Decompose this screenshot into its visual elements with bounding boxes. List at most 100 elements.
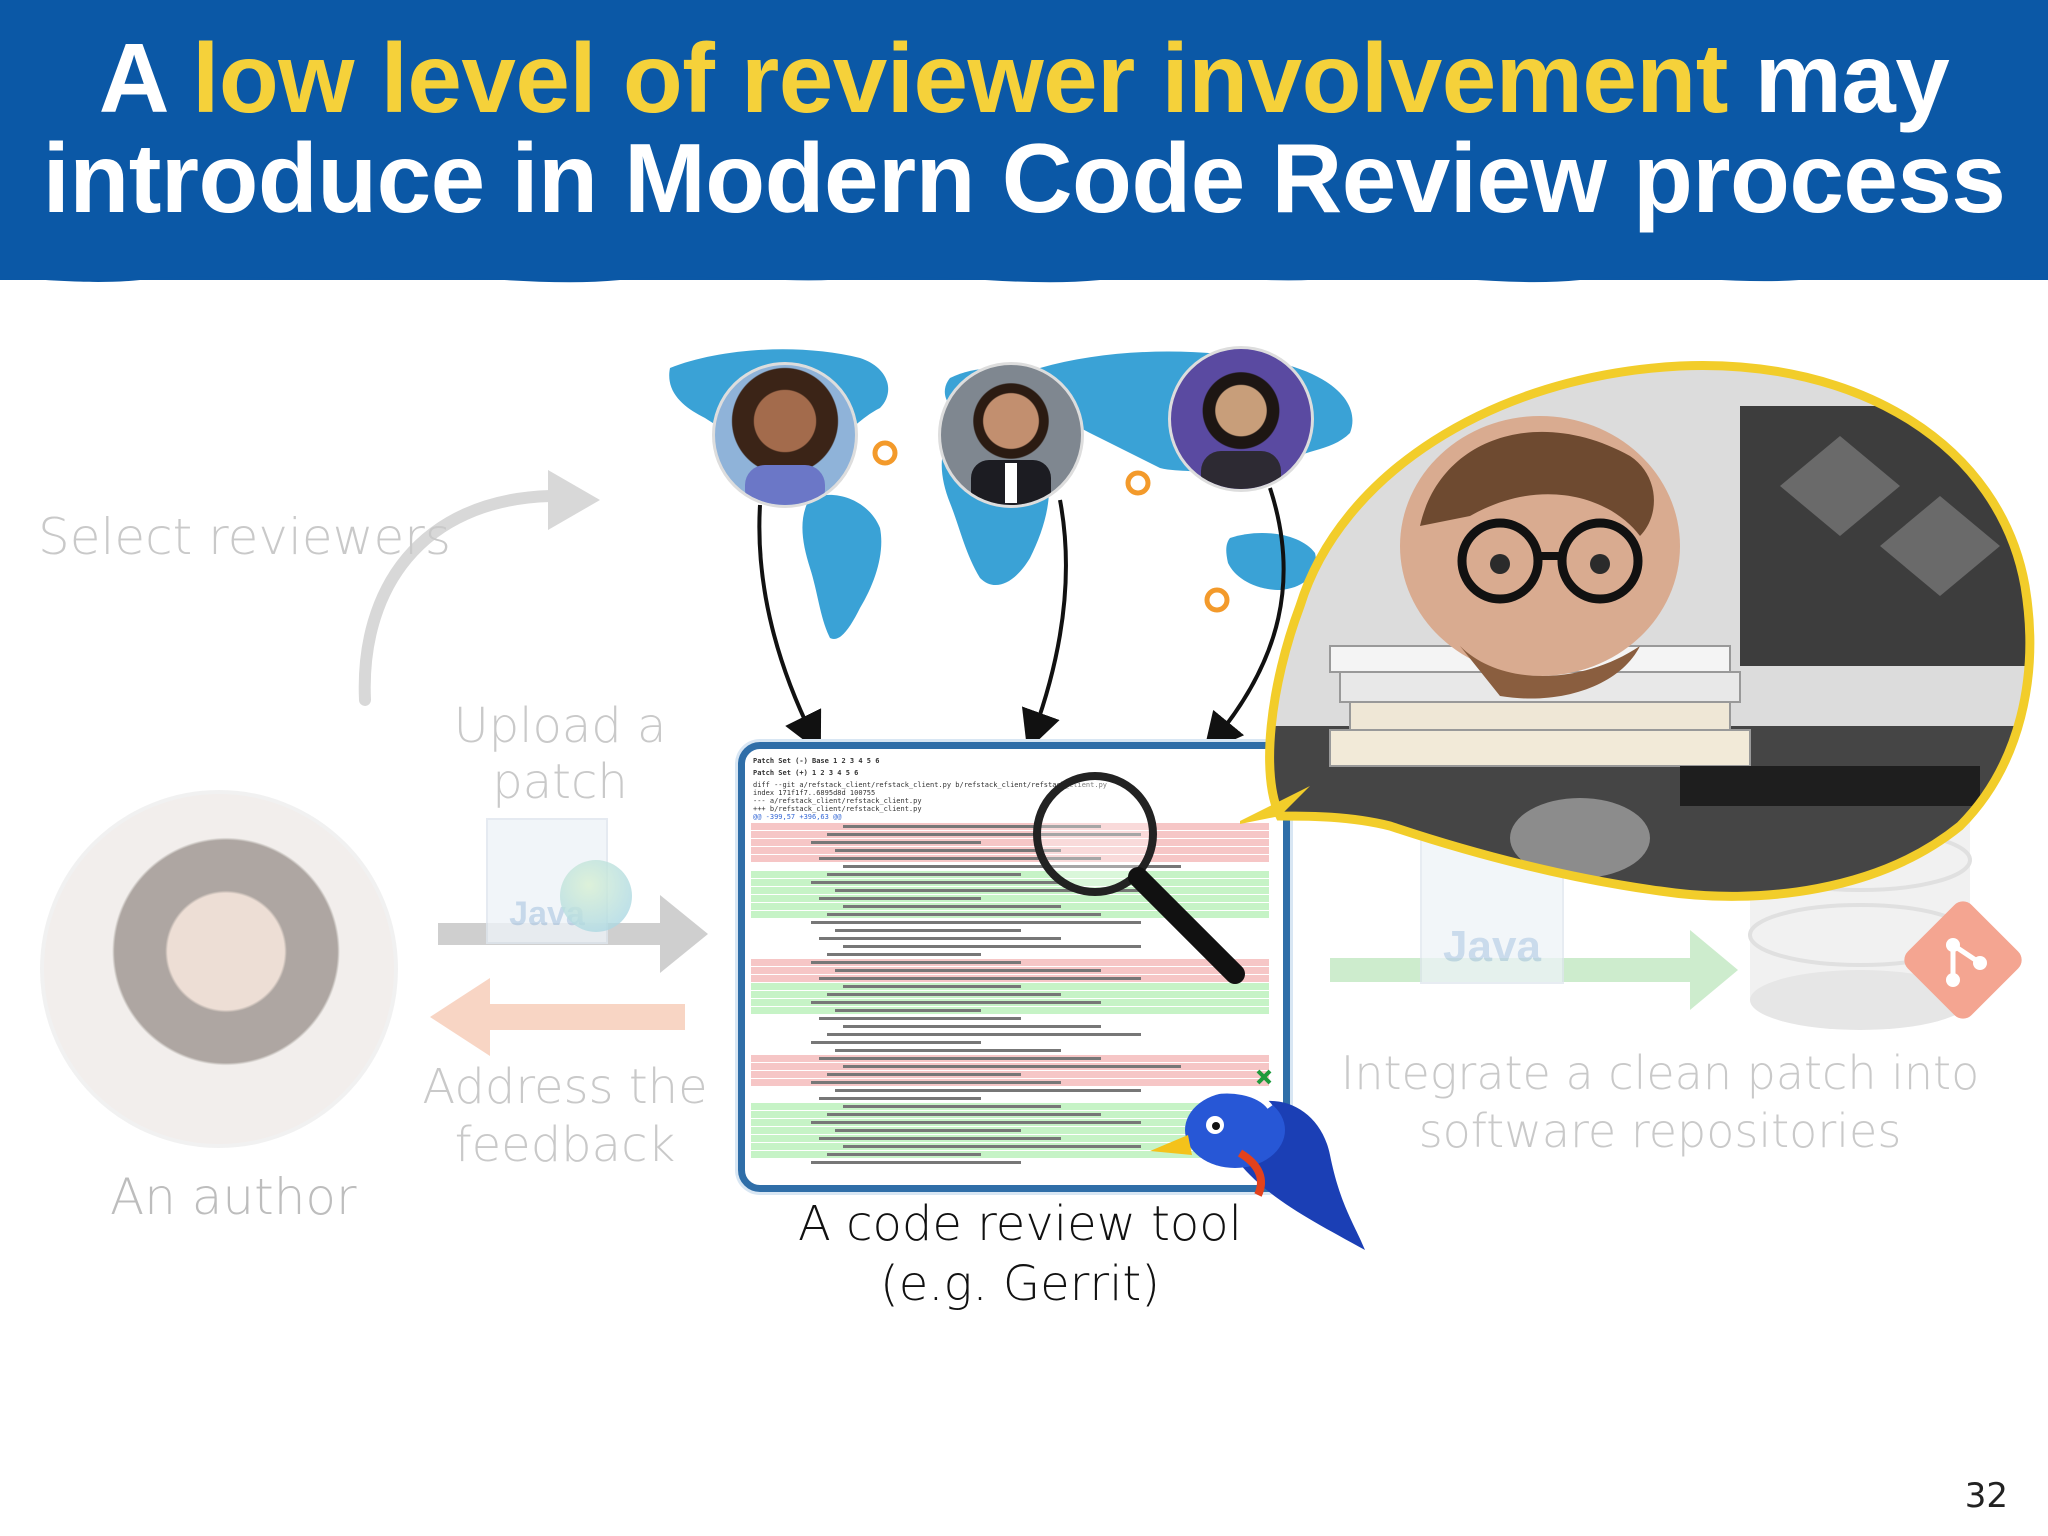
code-text-bar <box>827 953 981 956</box>
integrate-label: Integrate a clean patch into software re… <box>1340 1044 1980 1160</box>
person-icon <box>971 460 1051 505</box>
code-text-bar <box>843 1105 1061 1108</box>
diff-removed-row <box>751 831 1269 838</box>
code-text-bar <box>835 929 1021 932</box>
slide-title: A low level of reviewer involvement may … <box>0 28 2048 228</box>
java-text: Java <box>1443 922 1541 971</box>
diff-added-row <box>751 871 1269 878</box>
code-text-bar <box>811 1081 1061 1084</box>
code-text-bar <box>819 897 981 900</box>
label-line: Integrate a clean patch into <box>1340 1046 1980 1100</box>
diff-context-row <box>751 1087 1269 1094</box>
code-text-bar <box>819 1017 1021 1020</box>
code-text-bar <box>843 865 1181 868</box>
diff-added-row <box>751 903 1269 910</box>
author-label: An author <box>110 1168 357 1226</box>
diff-added-row <box>751 1151 1269 1158</box>
diff-added-row <box>751 991 1269 998</box>
code-text-bar <box>819 1057 1101 1060</box>
code-text-bar <box>819 1137 1061 1140</box>
diff-removed-row <box>751 1063 1269 1070</box>
gerrit-mascot-icon <box>1150 1069 1365 1250</box>
arrowhead <box>1690 930 1738 1010</box>
code-text-bar <box>827 1113 1101 1116</box>
diff-context-row <box>751 943 1269 950</box>
diff-context-row <box>751 1047 1269 1054</box>
code-text-bar <box>819 977 1141 980</box>
code-text-bar <box>835 889 1141 892</box>
diff-removed-row <box>751 1071 1269 1078</box>
code-text-bar <box>835 1129 1021 1132</box>
title-text: may <box>1727 23 1950 133</box>
code-text-bar <box>843 905 1061 908</box>
code-text-bar <box>843 1065 1181 1068</box>
code-text-bar <box>811 881 1061 884</box>
reviewer-avatar <box>938 362 1084 508</box>
code-text-bar <box>843 825 1101 828</box>
diff-added-row <box>751 895 1269 902</box>
diff-header: diff --git a/refstack_client/refstack_cl… <box>753 781 1108 789</box>
diff-added-row <box>751 1143 1269 1150</box>
diff-context-row <box>751 919 1269 926</box>
reviewer-avatar <box>1168 346 1314 492</box>
reviewer-avatar <box>712 362 858 508</box>
code-review-tool-label: A code review tool (e.g. Gerrit) <box>760 1194 1280 1314</box>
location-marker <box>1204 587 1230 613</box>
address-feedback-label: Address the feedback <box>420 1058 710 1174</box>
diff-removed-row <box>751 959 1269 966</box>
upload-patch-label: Upload a patch <box>440 698 680 810</box>
author-avatar <box>40 790 398 1148</box>
diff-removed-row <box>751 975 1269 982</box>
code-review-tool: Patch Set (-) Base 1 2 3 4 5 6 Patch Set… <box>738 742 1290 1192</box>
git-logo-icon <box>1904 901 2022 1019</box>
code-text-bar <box>819 1097 981 1100</box>
diff-added-row <box>751 911 1269 918</box>
diff-added-row <box>751 1103 1269 1110</box>
title-highlight: low level of reviewer involvement <box>192 23 1728 133</box>
code-text-bar <box>835 849 1061 852</box>
label-line: A code review tool <box>798 1196 1242 1252</box>
diff-removed-row <box>751 1055 1269 1062</box>
arrowhead <box>548 470 600 530</box>
code-text-bar <box>819 857 1101 860</box>
title-line-2: introduce in Modern Code Review process <box>42 123 2006 233</box>
diff-context-row <box>751 927 1269 934</box>
code-text-bar <box>835 1089 1141 1092</box>
code-text-bar <box>811 1161 1021 1164</box>
code-text-bar <box>827 993 1061 996</box>
diff-added-row <box>751 1111 1269 1118</box>
diff-context-row <box>751 863 1269 870</box>
code-text-bar <box>827 913 1101 916</box>
code-text-bar <box>843 1145 1141 1148</box>
person-icon <box>1201 451 1281 489</box>
diff-added-row <box>751 1127 1269 1134</box>
label-line: patch <box>492 754 628 810</box>
code-text-bar <box>811 841 981 844</box>
diff-added-row <box>751 1007 1269 1014</box>
location-marker <box>872 440 898 466</box>
patchset-row: Patch Set (+) 1 2 3 4 5 6 <box>753 769 859 777</box>
diff-context-row <box>751 951 1269 958</box>
south-america-shape <box>802 494 882 639</box>
diff-context-row <box>751 1095 1269 1102</box>
label-line: software repositories <box>1418 1104 1902 1158</box>
code-text-bar <box>843 1025 1101 1028</box>
label-line: (e.g. Gerrit) <box>880 1256 1160 1312</box>
diff-removed-row <box>751 1079 1269 1086</box>
code-text-bar <box>827 1153 981 1156</box>
page-number: 32 <box>1964 1476 2008 1516</box>
diff-removed-row <box>751 839 1269 846</box>
speech-bubble <box>1240 360 2035 901</box>
diff-context-row <box>751 1031 1269 1038</box>
code-text-bar <box>835 969 1101 972</box>
diff-added-row <box>751 1119 1269 1126</box>
code-text-bar <box>827 833 1141 836</box>
title-band <box>0 0 2048 280</box>
code-text-bar <box>827 873 1021 876</box>
label-line: Address the <box>422 1059 708 1115</box>
code-text-bar <box>827 1033 1141 1036</box>
code-text-bar <box>811 1001 1101 1004</box>
code-text-bar <box>811 1121 1141 1124</box>
title-text: A <box>98 23 193 133</box>
patchset-row: Patch Set (-) Base 1 2 3 4 5 6 <box>753 757 880 765</box>
